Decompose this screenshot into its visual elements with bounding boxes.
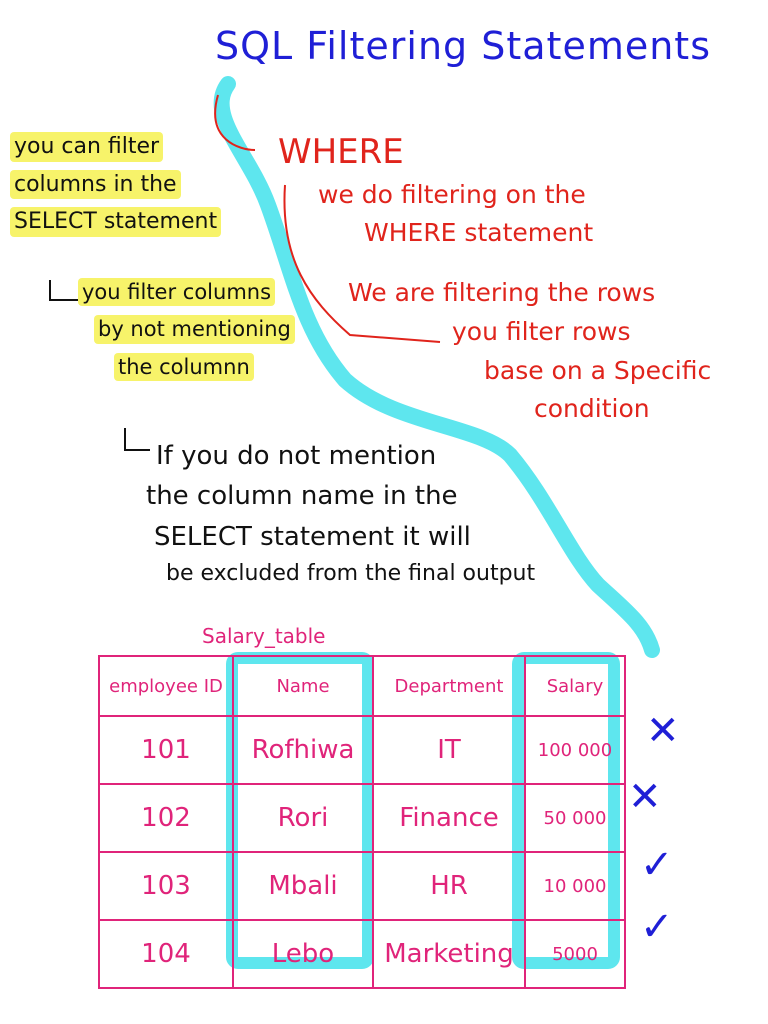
note-line: by not mentioning — [94, 315, 295, 344]
table-cell: Marketing — [372, 919, 526, 989]
note-line: SELECT statement it will — [154, 521, 471, 552]
table-cell: 104 — [98, 919, 234, 989]
where-heading: WHERE — [278, 132, 404, 172]
table-cell: 5000 — [524, 919, 626, 989]
note-line: you filter rows — [452, 316, 631, 346]
note-line: the column name in the — [146, 481, 458, 512]
note-line: the columnn — [114, 352, 254, 382]
table-cell: 10 000 — [524, 851, 626, 921]
table-cell: IT — [372, 715, 526, 785]
note-line: condition — [534, 394, 650, 424]
table-cell: Rori — [232, 783, 374, 853]
column-header: Department — [372, 655, 526, 717]
salary-table: employee ID Name Department Salary 101 R… — [98, 655, 626, 989]
table-cell: Rofhiwa — [232, 715, 374, 785]
page-title: SQL Filtering Statements — [215, 24, 711, 68]
table-cell: 102 — [98, 783, 234, 853]
table-title: Salary_table — [202, 624, 326, 648]
check-mark-icon: ✓ — [640, 842, 674, 888]
column-header: Salary — [524, 655, 626, 717]
filter-method-note: you filter columns by not mentioning the… — [48, 278, 295, 390]
cross-mark-icon: ✕ — [628, 774, 662, 820]
table-row: 103 Mbali HR 10 000 — [98, 851, 626, 921]
note-line: If you do not mention — [156, 441, 437, 471]
note-line: We are filtering the rows — [348, 278, 656, 307]
table-cell: Finance — [372, 783, 526, 853]
table-cell: 50 000 — [524, 783, 626, 853]
rows-explanation: We are filtering the rows you filter row… — [348, 274, 711, 429]
where-explanation: we do filtering on the WHERE statement — [318, 176, 593, 251]
filter-columns-note: you can filter columns in the SELECT sta… — [10, 132, 222, 245]
note-line: columns in the — [10, 169, 181, 200]
table-cell: Lebo — [232, 919, 374, 989]
table-cell: HR — [372, 851, 526, 921]
note-line: we do filtering on the — [318, 180, 586, 209]
note-line: WHERE statement — [364, 217, 594, 247]
table-row: 102 Rori Finance 50 000 — [98, 783, 626, 853]
column-header: employee ID — [98, 655, 234, 717]
check-mark-icon: ✓ — [640, 904, 674, 950]
table-row: 104 Lebo Marketing 5000 — [98, 919, 626, 989]
cross-mark-icon: ✕ — [646, 708, 680, 754]
table-row: 101 Rofhiwa IT 100 000 — [98, 715, 626, 785]
table-cell: 103 — [98, 851, 234, 921]
table-cell: 101 — [98, 715, 234, 785]
note-line: you filter columns — [78, 278, 276, 307]
column-header: Name — [232, 655, 374, 717]
select-explanation: If you do not mention the column name in… — [118, 436, 535, 591]
note-line: SELECT statement — [10, 207, 222, 238]
note-line: you can filter — [10, 132, 164, 162]
table-cell: Mbali — [232, 851, 374, 921]
note-line: be excluded from the final output — [166, 560, 536, 586]
table-header-row: employee ID Name Department Salary — [98, 655, 626, 717]
table-cell: 100 000 — [524, 715, 626, 785]
where-connector — [214, 94, 256, 151]
note-line: base on a Specific — [484, 355, 712, 385]
